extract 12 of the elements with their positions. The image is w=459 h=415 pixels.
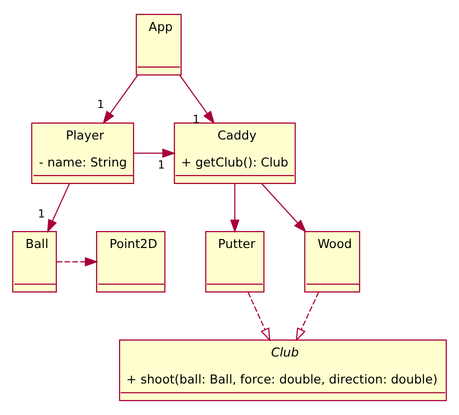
arrow	[248, 292, 270, 342]
edge-label: 1	[158, 158, 165, 172]
arrow	[102, 74, 138, 124]
arrow	[56, 257, 98, 266]
arrow	[261, 183, 307, 233]
edge-label: 1	[97, 98, 104, 112]
arrow	[47, 183, 70, 233]
edge-label: 1	[38, 207, 45, 220]
arrow	[296, 292, 320, 342]
arrow	[230, 184, 240, 234]
arrow	[179, 74, 215, 124]
arrow	[134, 148, 176, 158]
